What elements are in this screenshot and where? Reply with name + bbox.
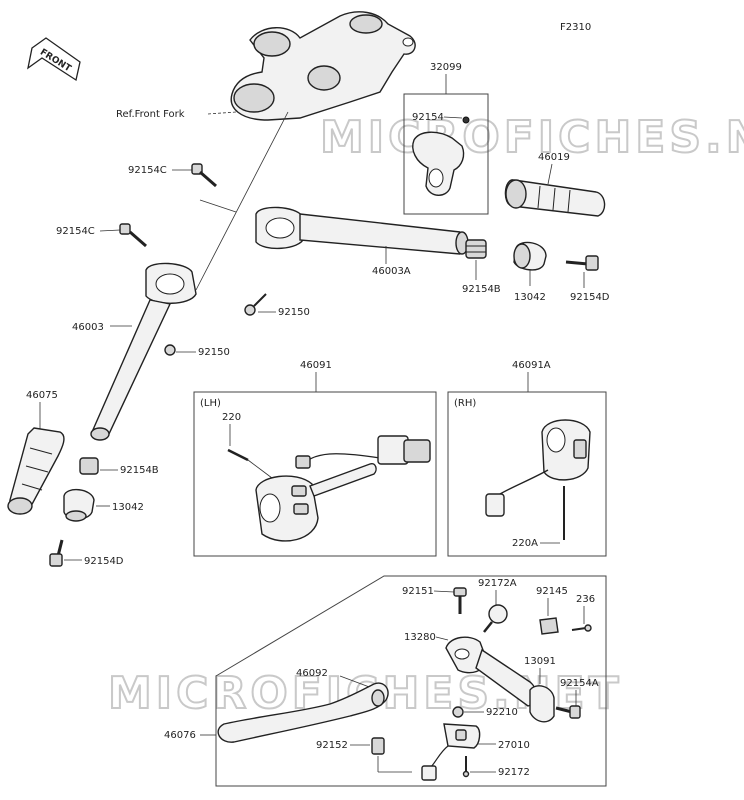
screw-92150-a: [244, 293, 267, 316]
part-92152: 92152: [316, 740, 348, 751]
part-92154C-top: 92154C: [128, 165, 167, 176]
part-92154C-left: 92154C: [56, 226, 95, 237]
part-13042-left: 13042: [112, 502, 144, 513]
part-92154D-right: 92154D: [570, 292, 610, 303]
screw-92172: [462, 756, 470, 778]
screw-236: [571, 624, 592, 632]
grip-46075: [7, 427, 65, 515]
part-92151: 92151: [402, 586, 434, 597]
part-13042-right: 13042: [514, 292, 546, 303]
part-92210: 92210: [486, 707, 518, 718]
part-32099: 32099: [430, 62, 462, 73]
part-46075: 46075: [26, 390, 58, 401]
watermark-top: MICROFICHES.NET: [320, 112, 744, 163]
part-92154B-right: 92154B: [462, 284, 501, 295]
part-92150-b: 92150: [198, 347, 230, 358]
part-13091: 13091: [524, 656, 556, 667]
front-arrow-icon: FRONT: [27, 37, 81, 82]
switch-46091-lh: [227, 435, 431, 542]
switch-46091A-rh: [485, 419, 591, 540]
box-46091A-rh: [447, 391, 607, 557]
part-92172: 92172: [498, 767, 530, 778]
part-92145: 92145: [536, 586, 568, 597]
part-92154B-left: 92154B: [120, 465, 159, 476]
collar-92152: [371, 737, 385, 755]
bracket-32099: [412, 116, 470, 196]
part-13280: 13280: [404, 632, 436, 643]
ref-front-fork-label: Ref.Front Fork: [116, 109, 185, 120]
plug-92154B-left: [79, 457, 99, 475]
bolt-92154D-right: [565, 255, 599, 271]
screw-92150-b: [164, 344, 176, 356]
part-46076: 46076: [164, 730, 196, 741]
part-92150-a: 92150: [278, 307, 310, 318]
part-46019: 46019: [538, 152, 570, 163]
bolt-92154D-left: [49, 539, 64, 567]
part-220: 220: [222, 412, 241, 423]
weight-13042-left: [63, 489, 95, 522]
box-46091-lh: [193, 391, 437, 557]
box-rh-tag: (RH): [454, 398, 476, 409]
spring-92145: [539, 617, 559, 635]
bolt-92154C-top: [191, 163, 217, 188]
plug-92154B-right: [465, 239, 487, 259]
clamp-13091: [529, 685, 555, 723]
switch-27010: [421, 723, 481, 781]
bolt-92154A: [555, 705, 581, 719]
part-236: 236: [576, 594, 595, 605]
handlebar-46003: [90, 262, 197, 441]
box-lever-assembly: [215, 575, 607, 787]
bolt-92154C-left: [119, 223, 147, 248]
part-46092: 46092: [296, 668, 328, 679]
grip-46019: [504, 179, 606, 217]
part-92172A: 92172A: [478, 578, 517, 589]
weight-13042-right: [513, 241, 547, 271]
diagram-code: F2310: [560, 22, 591, 33]
part-92154A: 92154A: [560, 678, 599, 689]
part-92154: 92154: [412, 112, 444, 123]
part-46091A: 46091A: [512, 360, 551, 371]
top-triple-clamp: [230, 11, 416, 121]
part-46003A: 46003A: [372, 266, 411, 277]
part-46003: 46003: [72, 322, 104, 333]
handlebar-46003A: [255, 206, 469, 255]
part-46091: 46091: [300, 360, 332, 371]
bolt-92151: [453, 587, 467, 614]
screw-92172A: [483, 604, 508, 633]
part-27010: 27010: [498, 740, 530, 751]
part-92154D-left: 92154D: [84, 556, 124, 567]
nut-92210: [452, 706, 464, 718]
part-220A: 220A: [512, 538, 538, 549]
box-lh-tag: (LH): [200, 398, 221, 409]
lever-46092: [217, 682, 389, 743]
